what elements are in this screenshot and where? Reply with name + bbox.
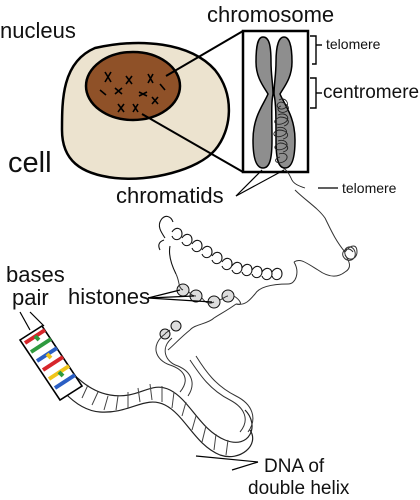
label-chromatids: chromatids: [116, 183, 224, 208]
label-nucleus: nucleus: [0, 18, 76, 43]
chromosome-zoom-box: [241, 29, 310, 189]
centromere-bracket: [310, 77, 322, 109]
cell-illustration: [60, 41, 231, 180]
label-bases: bases: [6, 262, 65, 287]
bases-pointer-right: [29, 311, 45, 327]
nucleus-chromosomes: [99, 71, 166, 113]
cell-nucleus: [84, 50, 182, 122]
label-dna-line1: DNA of: [264, 456, 325, 477]
histones-pointer-1: [147, 289, 181, 299]
dna-helix-rungs: [81, 383, 229, 456]
label-chromosome: chromosome: [207, 2, 334, 27]
dna-helix: [29, 329, 254, 458]
chromatids-pointer-right: [235, 169, 285, 197]
chromatid-right: [273, 36, 296, 169]
label-histones: histones: [68, 284, 150, 309]
base-pairs-ladder: [18, 324, 84, 402]
chromatin-fiber: [167, 189, 358, 351]
chromatid-left: [252, 36, 274, 169]
label-cell: cell: [8, 147, 52, 179]
telomere-bracket: [310, 35, 322, 65]
zoom-line-top: [165, 30, 244, 77]
label-telomere-top: telomere: [326, 36, 381, 52]
dna-helix-upper: [155, 333, 254, 433]
label-telomere-right: telomere: [342, 180, 397, 196]
bases-pointer-left: [19, 311, 31, 331]
dna-pointer-2: [195, 455, 259, 463]
label-dna-line2: double helix: [248, 478, 350, 499]
dna-pointer: [231, 461, 259, 471]
solenoid-fiber: [158, 215, 283, 281]
chromatin-coils: [273, 98, 306, 189]
chromatids-pointer-left: [235, 169, 263, 197]
histones-pointer-2: [147, 295, 195, 299]
label-centromere: centromere: [323, 82, 419, 103]
histones-pointer-3: [147, 297, 213, 303]
zoom-line-bottom: [141, 113, 244, 173]
label-pair: pair: [12, 285, 49, 310]
